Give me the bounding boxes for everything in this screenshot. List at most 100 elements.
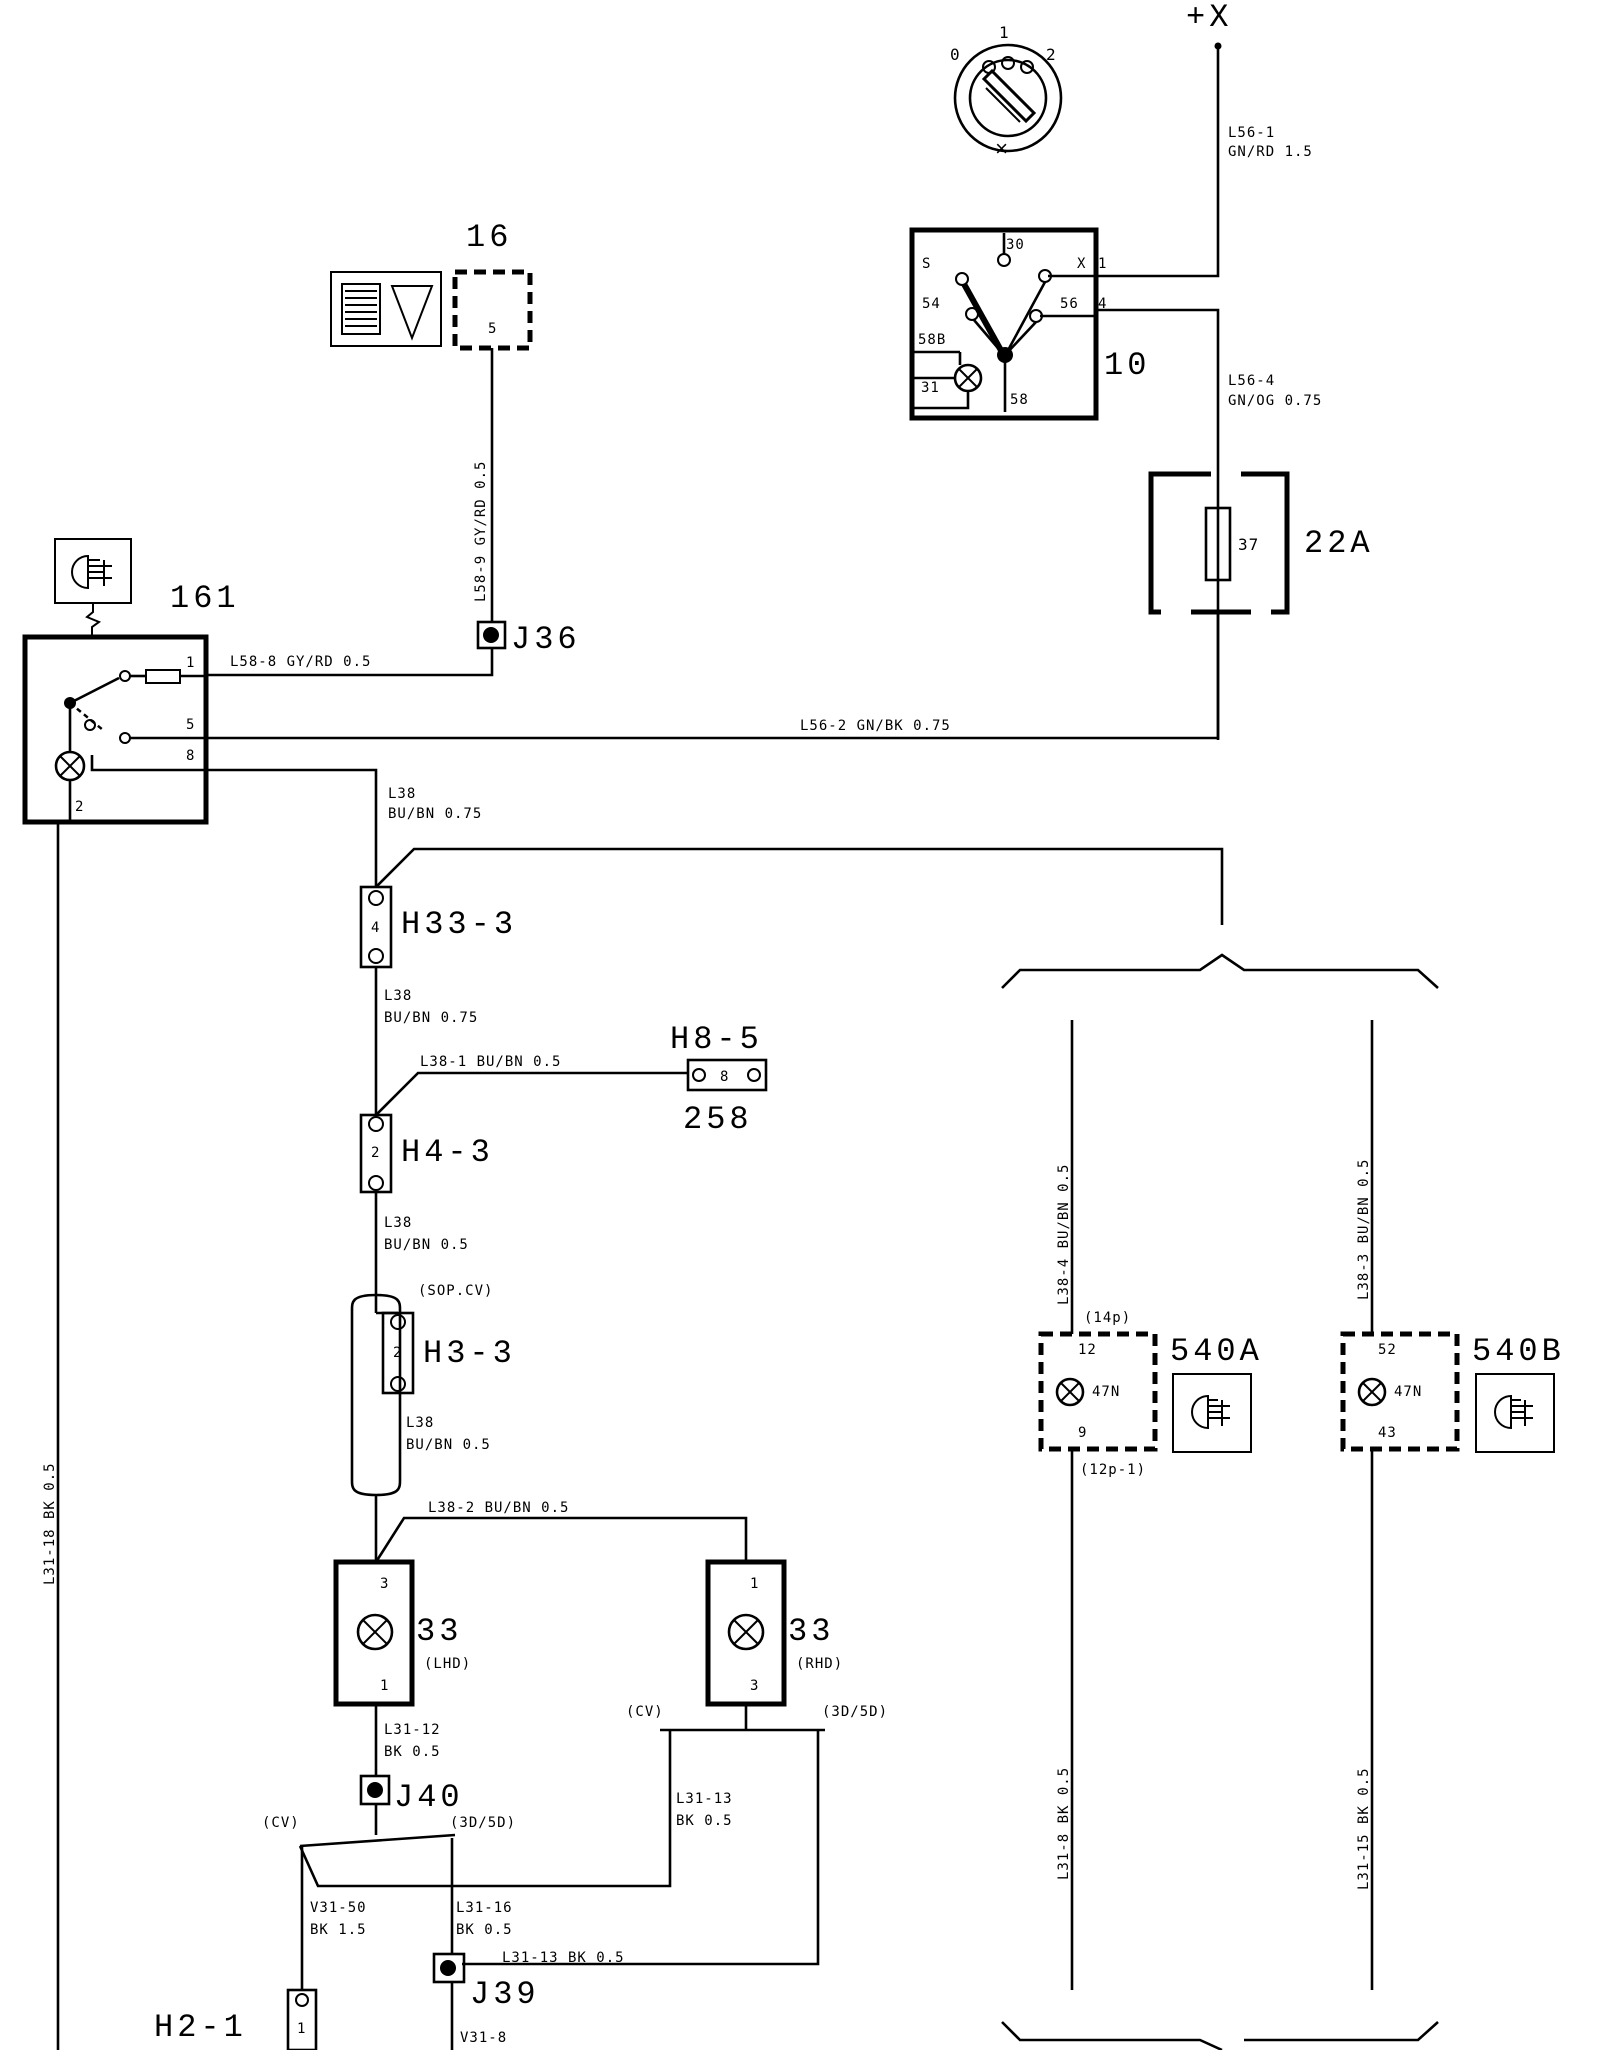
wire-l38-2-path xyxy=(374,1516,748,1563)
component-16-pin: 5 xyxy=(488,321,497,337)
wire-l56-1-id: L56-1 xyxy=(1228,125,1275,141)
pin-30: 30 xyxy=(1006,237,1025,253)
h2-pin: 1 xyxy=(297,2021,306,2037)
wire-l31-13-horizontal: L31-13 BK 0.5 xyxy=(502,1950,625,1966)
wire-l31-16a: L31-16 xyxy=(456,1900,513,1916)
junction-j36: J36 L58-8 GY/RD 0.5 xyxy=(204,620,581,677)
lhd-pin-1: 1 xyxy=(380,1678,389,1694)
fuse-box-22a: 37 22A xyxy=(1148,471,1370,740)
c161-pin-8: 8 xyxy=(186,748,195,764)
wire-l31-18: L31-18 BK 0.5 xyxy=(42,1462,58,1585)
h33-pin: 4 xyxy=(371,920,380,936)
pin-58: 58 xyxy=(1010,392,1029,408)
rhd-33-label: 33 xyxy=(788,1613,834,1650)
component-540a: L38-4 BU/BN 0.5 (14p) 12 47N 9 (12p-1) 5… xyxy=(1038,1020,1263,1990)
ignition-pos-1: 1 xyxy=(999,23,1010,42)
j40-label: J40 xyxy=(394,1779,464,1816)
540b-label: 540B xyxy=(1472,1333,1565,1370)
wire-l58-9: L58-9 GY/RD 0.5 xyxy=(473,461,489,602)
wire-l38-3: L38-3 BU/BN 0.5 xyxy=(1356,1159,1372,1300)
540b-pin-47n: 47N xyxy=(1394,1384,1422,1400)
wire-l56-4-spec: GN/OG 0.75 xyxy=(1228,393,1322,409)
wire-l38-1: L38-1 BU/BN 0.5 xyxy=(420,1054,561,1070)
connector-h33-3: 4 H33-3 L38 BU/BN 0.75 xyxy=(359,885,517,1115)
h8-label: H8-5 xyxy=(670,1021,763,1058)
h4-label: H4-3 xyxy=(401,1134,494,1171)
lhd-label: (LHD) xyxy=(424,1656,471,1672)
pin-56: 56 xyxy=(1060,296,1079,312)
fuse-number: 37 xyxy=(1238,535,1259,554)
p14-label: (14p) xyxy=(1084,1310,1131,1326)
wire-l56-2: L56-2 GN/BK 0.75 xyxy=(800,718,951,734)
connector-h8-5: L38-1 BU/BN 0.5 H8-5 8 258 xyxy=(375,1021,768,1138)
switch-161: 161 1 5 8 2 xyxy=(22,538,240,825)
rhd-pin-1: 1 xyxy=(750,1576,759,1592)
j40-3d5d-label: (3D/5D) xyxy=(450,1815,516,1831)
h8-pin: 8 xyxy=(720,1069,729,1085)
wire-l56-2-path xyxy=(204,612,1220,740)
component-161-label: 161 xyxy=(170,580,240,617)
lamp-33-rhd: 1 3 33 (RHD) (CV) (3D/5D) L31-13 BK 0.5 … xyxy=(298,1559,888,1966)
h33-label: H33-3 xyxy=(401,906,517,943)
lamp-33-lhd: 3 1 33 (LHD) L31-12 BK 0.5 xyxy=(333,1559,471,1776)
h3-label: H3-3 xyxy=(423,1335,516,1372)
wire-l38-4: L38-4 BU/BN 0.5 xyxy=(1056,1164,1072,1305)
wire-l31-13b: BK 0.5 xyxy=(676,1813,733,1829)
wire-v31-8: V31-8 xyxy=(460,2030,507,2046)
pin-s: S xyxy=(922,256,931,272)
540a-pin-12: 12 xyxy=(1078,1342,1097,1358)
supply-terminal: +X L56-1 GN/RD 1.5 xyxy=(1098,0,1312,278)
wire-l38-b2: BU/BN 0.75 xyxy=(384,1010,478,1026)
light-switch-10: 10 30 S X 1 54 56 4 58B 31 58 L56-4 GN/O… xyxy=(909,227,1322,478)
connector-h2-1: 1 H2-1 xyxy=(154,1988,318,2050)
pin-31: 31 xyxy=(921,380,940,396)
540a-pin-47n: 47N xyxy=(1092,1384,1120,1400)
c161-pin-1: 1 xyxy=(186,655,195,671)
svg-text:×: × xyxy=(995,138,1012,163)
wire-l38-c2: BU/BN 0.5 xyxy=(384,1237,469,1253)
wire-l38-2: L38-2 BU/BN 0.5 xyxy=(428,1500,569,1516)
junction-j39: J39 V31-8 xyxy=(432,1952,540,2050)
rhd-cv-label: (CV) xyxy=(626,1704,664,1720)
h2-label: H2-1 xyxy=(154,2009,247,2046)
p12-label: (12p-1) xyxy=(1080,1462,1146,1478)
rhd-3d5d-label: (3D/5D) xyxy=(822,1704,888,1720)
j36-label: J36 xyxy=(511,621,581,658)
rhd-pin-3: 3 xyxy=(750,1678,759,1694)
wire-l38-d2: BU/BN 0.5 xyxy=(406,1437,491,1453)
pin-1: 1 xyxy=(1098,256,1107,272)
pin-54: 54 xyxy=(922,296,941,312)
wire-v31-50a: V31-50 xyxy=(310,1900,367,1916)
wire-l38-c1: L38 xyxy=(384,1215,412,1231)
wire-v31-50b: BK 1.5 xyxy=(310,1922,367,1938)
supply-label: +X xyxy=(1186,0,1232,36)
c161-pin-2: 2 xyxy=(75,799,84,815)
j39-label: J39 xyxy=(470,1976,540,2013)
junction-j40: J40 (CV) (3D/5D) V31-50 BK 1.5 L31-16 BK… xyxy=(262,1774,516,1990)
ignition-pos-0: 0 xyxy=(950,45,961,64)
pin-58b: 58B xyxy=(918,332,946,348)
lhd-33-label: 33 xyxy=(416,1613,462,1650)
wire-l38-a2: BU/BN 0.75 xyxy=(388,806,482,822)
pin-x: X xyxy=(1077,256,1086,272)
c161-pin-5: 5 xyxy=(186,717,195,733)
wire-l31-8: L31-8 BK 0.5 xyxy=(1056,1767,1072,1880)
wire-l38-a1: L38 xyxy=(388,786,416,802)
wire-l31-16b: BK 0.5 xyxy=(456,1922,513,1938)
h4-pin: 2 xyxy=(371,1145,380,1161)
wire-l38-d1: L38 xyxy=(406,1415,434,1431)
brace-540 xyxy=(1001,953,1439,2050)
h3-pin: 2 xyxy=(393,1345,402,1361)
wire-l38-b1: L38 xyxy=(384,988,412,1004)
component-258-label: 258 xyxy=(683,1101,753,1138)
wire-l31-13a: L31-13 xyxy=(676,1791,733,1807)
540a-label: 540A xyxy=(1170,1333,1263,1370)
ignition-switch-symbol: 0 1 2 × xyxy=(950,23,1063,163)
instrument-16: 16 5 L58-9 GY/RD 0.5 xyxy=(330,219,533,622)
component-16-label: 16 xyxy=(466,219,512,256)
connector-h4-3: 2 H4-3 L38 BU/BN 0.5 xyxy=(359,1113,494,1295)
wire-l31-12a: L31-12 xyxy=(384,1722,441,1738)
lhd-pin-3: 3 xyxy=(380,1576,389,1592)
540a-pin-9: 9 xyxy=(1078,1425,1087,1441)
